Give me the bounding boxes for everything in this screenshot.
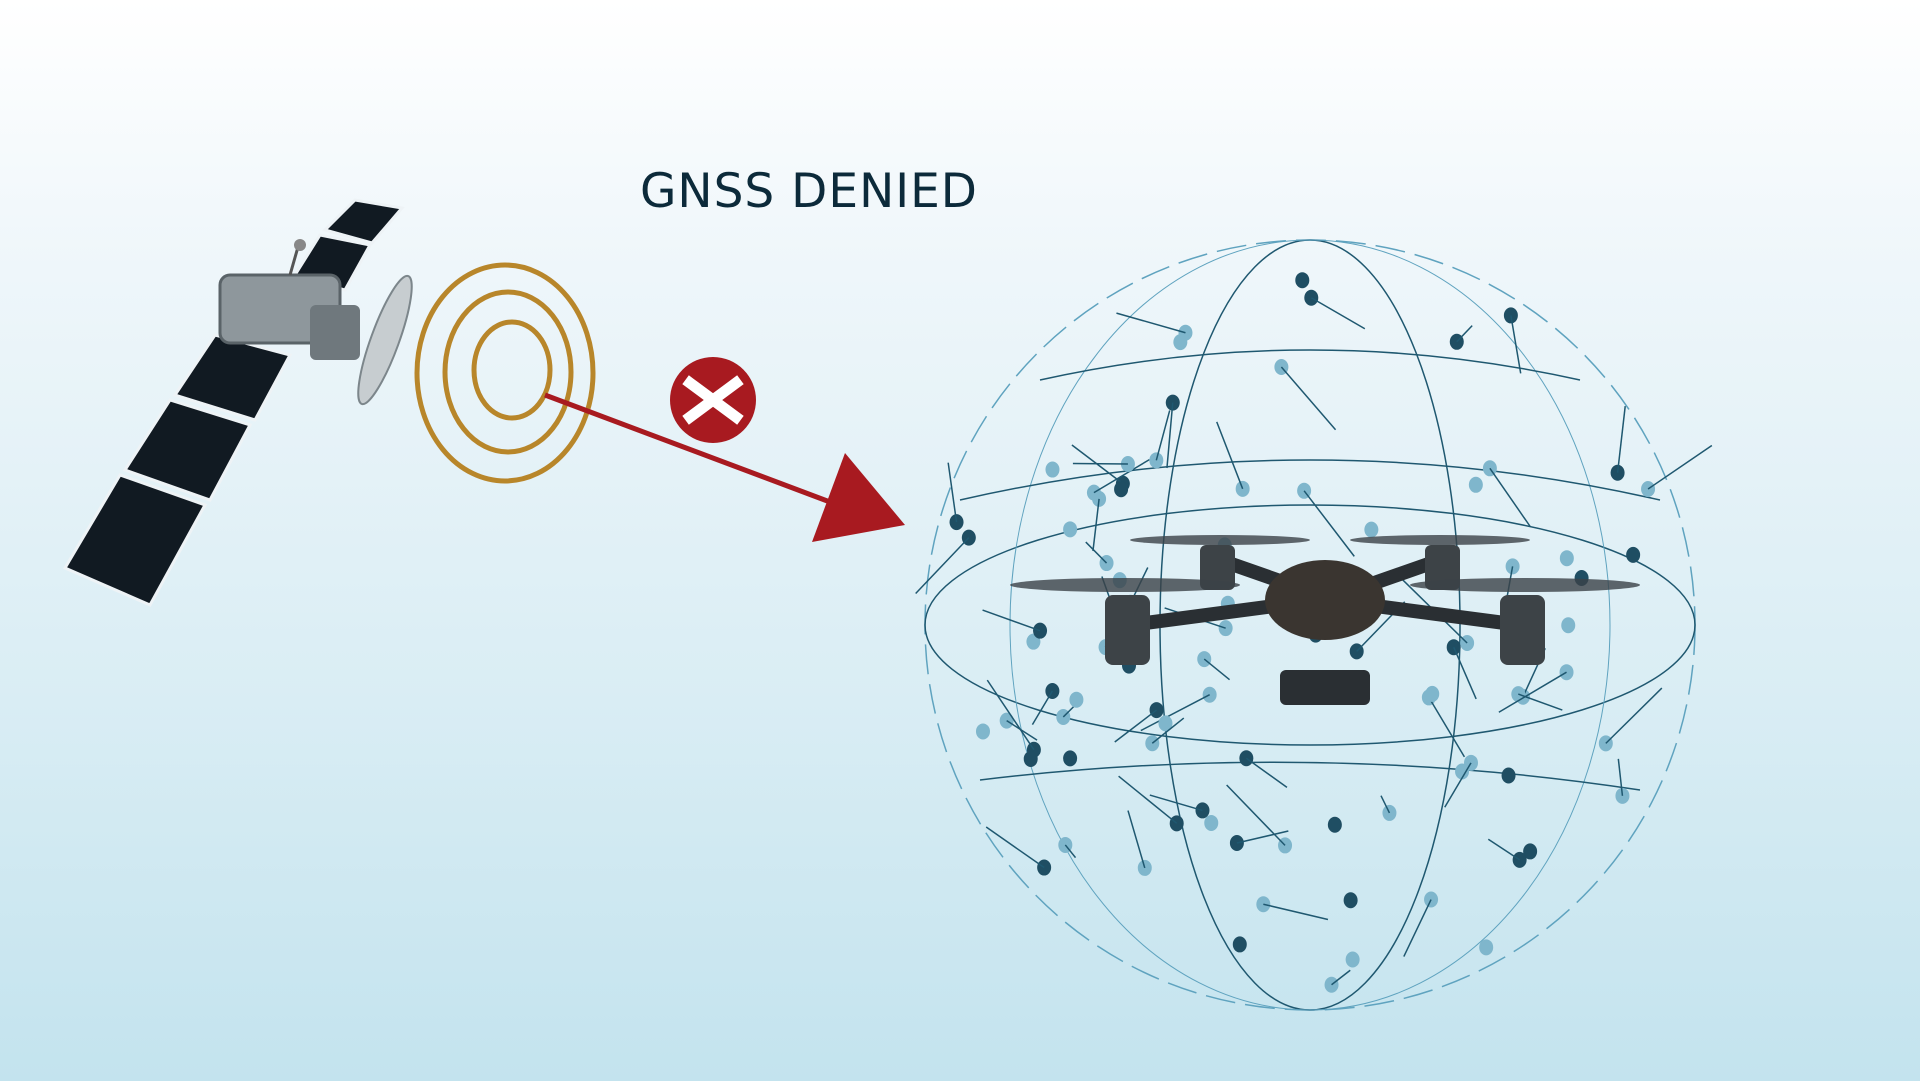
network-link <box>1510 315 1522 374</box>
network-node <box>1561 617 1576 634</box>
network-link <box>1444 762 1472 808</box>
network-link <box>1127 810 1146 869</box>
network-link <box>1280 366 1337 431</box>
network-link <box>982 609 1041 632</box>
network-link <box>1245 757 1288 788</box>
signal-rings-icon <box>414 262 596 484</box>
network-link <box>915 537 970 594</box>
network-link <box>947 462 958 523</box>
network-link <box>1605 687 1663 744</box>
network-link <box>1498 671 1567 713</box>
network-node <box>1501 767 1516 784</box>
network-link <box>1263 903 1329 921</box>
network-link <box>1064 844 1077 859</box>
network-link <box>1403 899 1432 957</box>
network-link <box>1226 784 1286 846</box>
network-link <box>1616 406 1626 473</box>
network-link <box>1118 775 1178 824</box>
network-link <box>1151 717 1185 744</box>
network-node <box>975 723 990 740</box>
network-node <box>1114 481 1129 498</box>
arrow-icon <box>544 392 905 542</box>
network-node <box>1158 715 1173 732</box>
network-node <box>1063 750 1078 767</box>
gnss-denied-title: GNSS DENIED <box>640 164 978 219</box>
network-node <box>1173 334 1188 351</box>
network-link <box>1155 410 1171 461</box>
network-link <box>1006 719 1038 741</box>
network-link <box>1380 795 1391 814</box>
network-link <box>1116 312 1186 334</box>
network-node <box>1343 892 1358 909</box>
network-link <box>1617 758 1624 796</box>
network-node <box>1626 546 1641 563</box>
network-link <box>1310 297 1366 330</box>
network-node <box>1364 521 1379 538</box>
network-node <box>1559 550 1574 567</box>
network-link <box>1114 709 1158 743</box>
network-link <box>1331 969 1351 986</box>
network-link <box>1092 498 1100 552</box>
network-link <box>1140 694 1210 732</box>
satellite-icon <box>62 198 413 607</box>
network-node <box>1523 843 1538 860</box>
network-globe-icon <box>915 239 1713 1011</box>
network-link <box>1487 838 1521 861</box>
network-node <box>1479 939 1494 956</box>
network-link <box>1236 830 1289 844</box>
network-link <box>986 679 1035 751</box>
network-node <box>1345 951 1360 968</box>
network-link <box>1489 467 1531 527</box>
network-link <box>1456 325 1473 343</box>
network-link <box>1085 541 1108 564</box>
network-node <box>1069 691 1084 708</box>
network-node <box>1063 521 1078 538</box>
network-node <box>1425 685 1440 702</box>
denied-x-icon <box>670 357 756 443</box>
network-link <box>1216 421 1244 490</box>
network-link <box>1166 402 1174 469</box>
network-link <box>1031 690 1054 725</box>
network-link <box>1072 462 1128 465</box>
network-link <box>1453 646 1477 700</box>
network-link <box>1647 444 1713 490</box>
network-link <box>1203 658 1231 681</box>
drone-icon <box>1010 535 1640 705</box>
network-link <box>1303 490 1355 557</box>
network-node <box>1204 814 1219 831</box>
network-link <box>1428 697 1466 758</box>
network-node <box>1295 272 1310 289</box>
network-node <box>1232 936 1247 953</box>
network-link <box>985 826 1045 869</box>
network-node <box>1045 461 1060 478</box>
network-link <box>1149 794 1203 812</box>
network-node <box>1327 816 1342 833</box>
network-node <box>1468 476 1483 493</box>
network-link <box>1093 458 1150 494</box>
network-node <box>1023 750 1038 767</box>
